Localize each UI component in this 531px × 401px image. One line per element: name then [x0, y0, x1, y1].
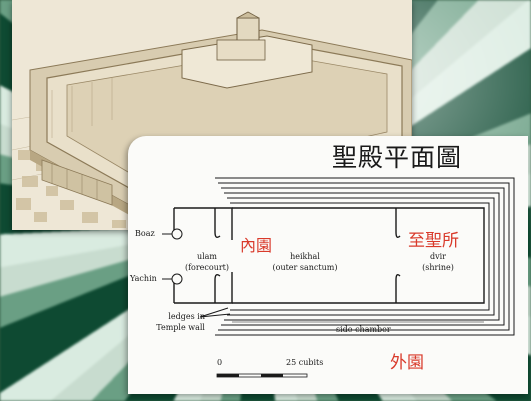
pillar-yachin — [171, 273, 183, 285]
forecourt-wall-bottom — [174, 272, 233, 304]
outer-wall-3 — [221, 187, 505, 326]
boaz-label: Boaz — [135, 229, 155, 238]
heikhal-subtitle: (outer sanctum) — [272, 263, 338, 272]
ulam-label: ulam (forecourt) — [182, 251, 232, 273]
ulam-subtitle: (forecourt) — [184, 263, 230, 272]
scale-bar — [216, 373, 308, 378]
page-title: 聖殿平面圖 — [332, 143, 463, 172]
outer-wall-1 — [215, 177, 515, 336]
holy-of-holies-label: 至聖所 — [408, 231, 459, 251]
sanctuary-wall — [232, 207, 485, 304]
pillar-boaz — [171, 228, 183, 240]
doorway-jamb-1 — [214, 208, 221, 239]
outer-wall-5 — [227, 197, 495, 316]
dvir-subtitle: (shrine) — [422, 263, 454, 272]
dvir-label: dvir (shrine) — [413, 251, 463, 273]
shrine-partition-top — [395, 208, 401, 239]
heikhal-name: heikhal — [290, 252, 320, 261]
forecourt-wall-top — [174, 207, 233, 240]
shrine-partition-bottom — [395, 273, 401, 303]
ulam-name: ulam — [196, 252, 218, 261]
ledges-label: ledges in Temple wall — [150, 311, 205, 333]
doorway-jamb-2 — [214, 273, 221, 303]
scale-end-label: 25 cubits — [286, 358, 324, 367]
yachin-label: Yachin — [130, 274, 157, 283]
scale-start-label: 0 — [217, 358, 223, 367]
outer-wall-2 — [218, 182, 510, 331]
inner-court-label: 內園 — [240, 236, 273, 255]
outer-wall-6 — [230, 202, 490, 311]
floor-plan-card — [128, 136, 528, 394]
dvir-name: dvir — [429, 252, 447, 261]
ledges-line-2: Temple wall — [156, 323, 205, 332]
side-chamber-label: side chamber — [336, 325, 391, 334]
outer-court-label: 外園 — [390, 353, 424, 373]
ledges-line-1: ledges in — [168, 312, 205, 321]
heikhal-label: heikhal (outer sanctum) — [260, 251, 350, 273]
outer-wall-4 — [224, 192, 500, 321]
